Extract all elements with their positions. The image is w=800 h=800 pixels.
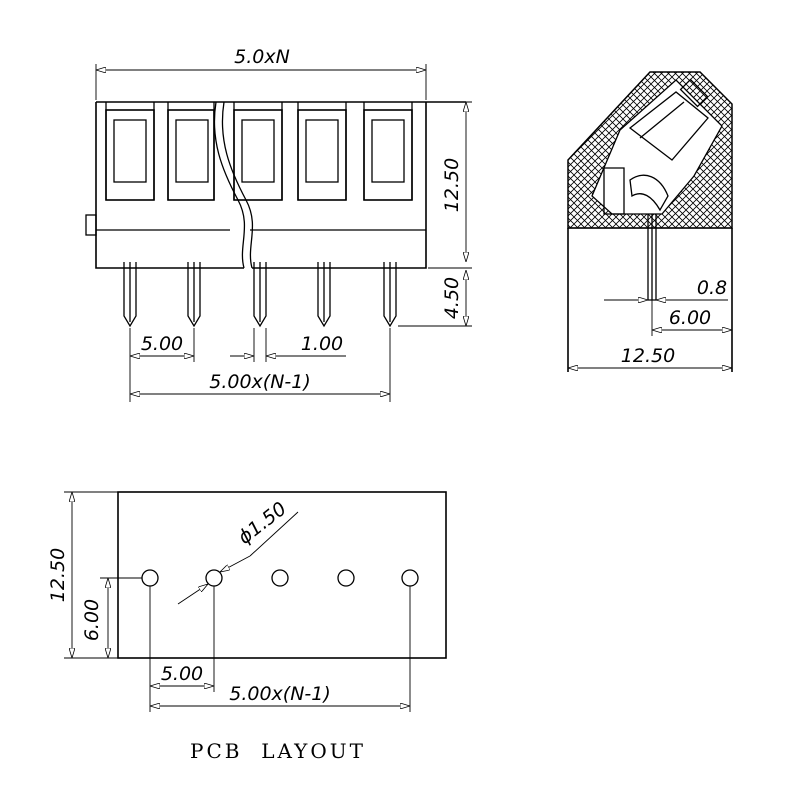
- dim-side-pin-thickness: 0.8: [604, 277, 728, 300]
- pcb-hole-2: [205, 569, 223, 587]
- dim-pcb-pitch: 5.00: [149, 586, 215, 712]
- side-clamp-line: [639, 101, 685, 139]
- dim-pcb-hole-offset: 6.00: [81, 577, 142, 658]
- terminal-window-5: [363, 102, 413, 201]
- pcb-hole-offset-label: 6.00: [81, 599, 103, 641]
- pcb-hole-4: [337, 569, 355, 587]
- terminal-window-3: [233, 102, 283, 201]
- dim-pcb-span: 5.00x(N-1): [150, 586, 411, 712]
- body-side-tab: [85, 214, 97, 236]
- side-view: 0.8 6.00 12.50: [567, 71, 733, 372]
- side-pin-thickness-label: 0.8: [697, 277, 727, 299]
- pin-2: [187, 262, 201, 328]
- dim-height: 12.50: [428, 101, 472, 269]
- dim-span: 5.00x(N-1): [130, 328, 391, 402]
- pcb-outline: [117, 491, 447, 659]
- dim-width: 5.0xN: [95, 46, 427, 100]
- pcb-layout-title: PCB LAYOUT: [190, 739, 366, 763]
- dim-pin-width: 1.00: [230, 328, 346, 362]
- break-line-2: [221, 101, 254, 269]
- pin-1: [123, 262, 137, 328]
- dim-pin-length: 4.50: [398, 270, 472, 327]
- dim-pcb-height: 12.50: [47, 491, 118, 659]
- body-left-bottom-edge: [95, 102, 244, 269]
- dim-pitch: 5.00: [129, 328, 195, 402]
- dim-side-depth: 12.50: [568, 345, 732, 368]
- side-lever: [679, 78, 709, 108]
- pin-4: [317, 262, 331, 328]
- body-right-edge: [252, 102, 427, 269]
- side-pin-offset-label: 6.00: [669, 307, 711, 329]
- pcb-height-label: 12.50: [47, 548, 69, 602]
- terminal-window-4: [297, 102, 347, 201]
- pcb-layout-view: 12.50 6.00 ϕ1.50 5.00 5.00x(N-1) PCB: [47, 491, 447, 763]
- front-pin-width-label: 1.00: [301, 333, 343, 355]
- front-height-label: 12.50: [441, 158, 463, 212]
- front-view: 5.0xN 12.50 4.50 5.00: [85, 46, 472, 402]
- terminal-window-1: [105, 102, 155, 201]
- pin-5: [383, 262, 397, 328]
- front-span-label: 5.00x(N-1): [209, 371, 311, 393]
- pcb-hole-diameter-label: ϕ1.50: [234, 498, 291, 549]
- dim-side-pin-offset: 6.00: [651, 300, 732, 336]
- pcb-pitch-label: 5.00: [161, 663, 203, 685]
- dim-pcb-hole-diameter: ϕ1.50: [177, 498, 299, 605]
- front-width-label: 5.0xN: [234, 46, 290, 68]
- side-clamp: [628, 91, 709, 161]
- pcb-hole-5: [401, 569, 419, 587]
- pcb-span-label: 5.00x(N-1): [229, 683, 331, 705]
- side-depth-label: 12.50: [621, 345, 675, 367]
- pcb-hole-1: [141, 569, 159, 587]
- break-line-1: [213, 101, 246, 269]
- side-insert: [603, 167, 625, 215]
- front-pitch-label: 5.00: [141, 333, 183, 355]
- terminal-window-2: [167, 102, 215, 201]
- front-pin-length-label: 4.50: [441, 277, 463, 319]
- side-spring: [629, 174, 669, 212]
- pin-3: [253, 262, 267, 328]
- pcb-hole-3: [271, 569, 289, 587]
